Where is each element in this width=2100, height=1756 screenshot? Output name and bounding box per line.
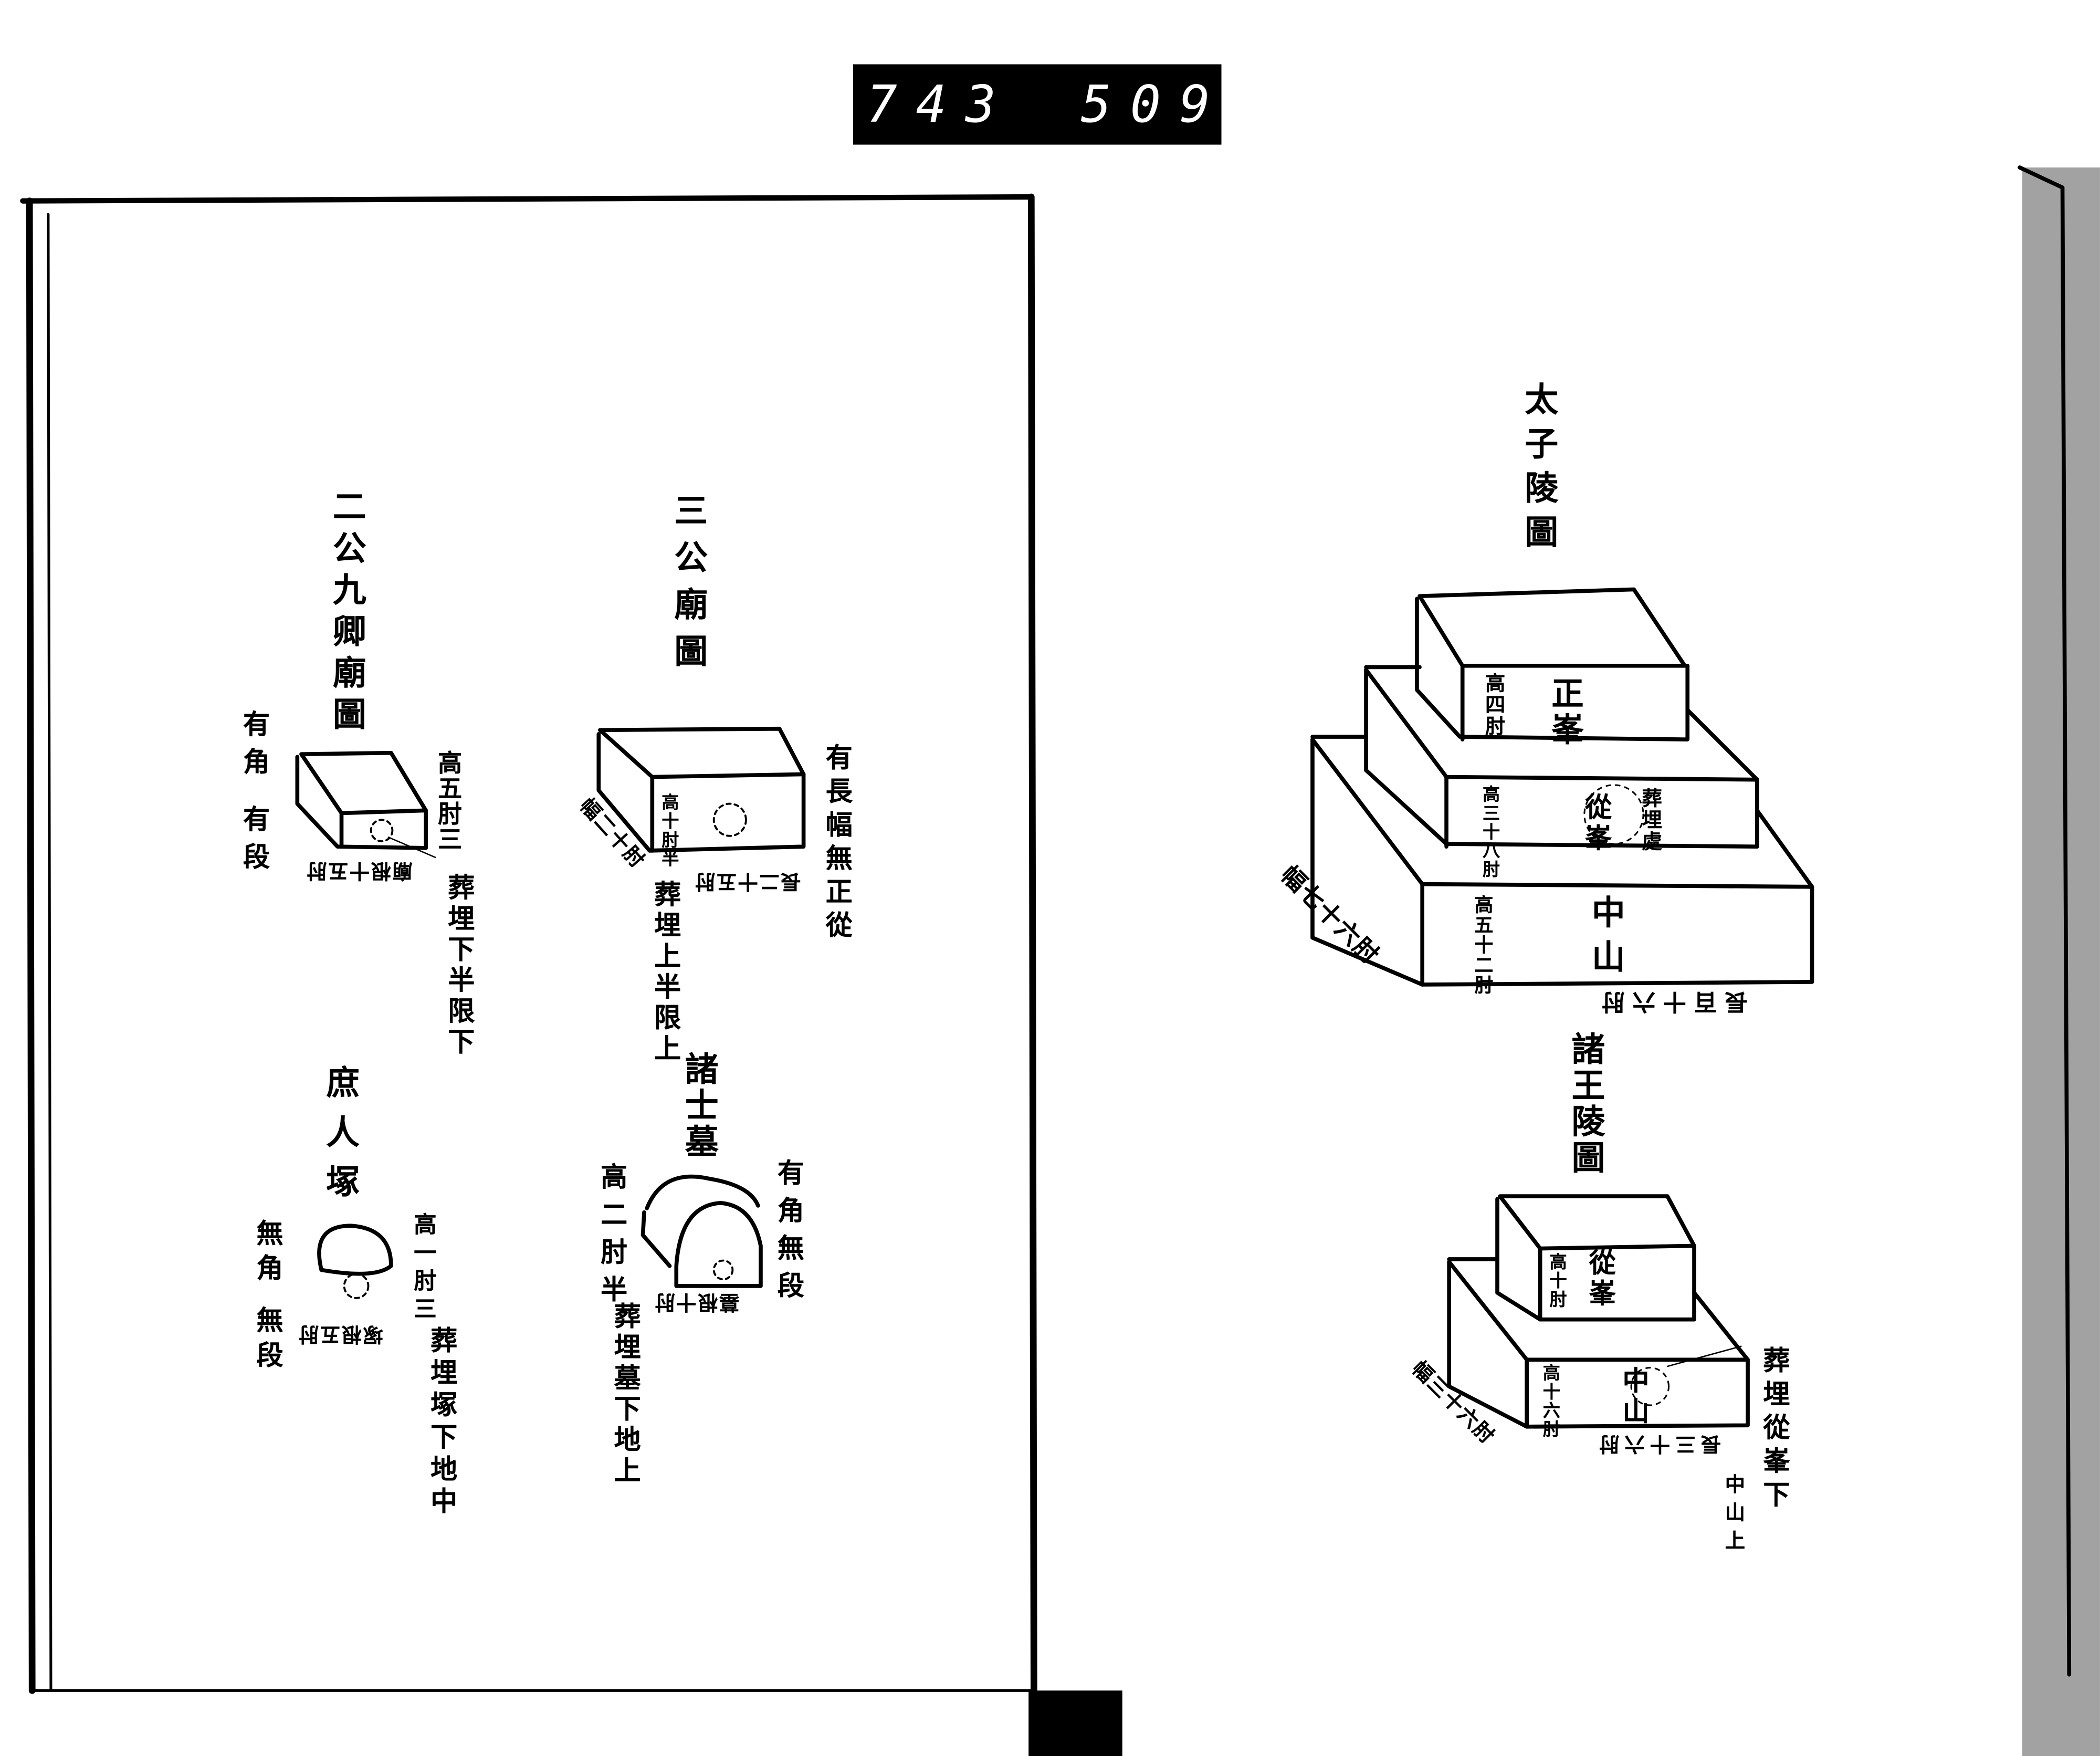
sangong-jiuqing-base: 廟根十五肘: [305, 859, 413, 883]
princes-top-height: 高十肘: [1545, 1252, 1566, 1309]
crown-prince-top-height: 高四肘: [1482, 672, 1507, 737]
crown-prince-top-label: 正峯: [1545, 676, 1584, 749]
right-page-edge-line: [2018, 165, 2072, 1677]
crown-prince-mid-height: 高三十八肘: [1478, 785, 1499, 879]
princes-bottom-height: 高十六肘: [1539, 1363, 1559, 1439]
zhushi-title: 諸士墓: [680, 1051, 719, 1161]
commoner-title: 庶人塚: [321, 1065, 361, 1214]
sangong-length: 長二十五肘: [694, 869, 801, 894]
sangong-box: [596, 726, 806, 853]
crown-prince-tomb-tiers: [1310, 587, 1814, 987]
princes-tomb-tiers: [1447, 1194, 1750, 1429]
crown-prince-length: 長百十六肘: [1593, 987, 1748, 1015]
sangong-jiuqing-note: 有角 有段: [238, 710, 271, 880]
sangong-jiuqing-height: 高五肘三: [434, 750, 463, 852]
crown-prince-mid-label: 從峯: [1580, 793, 1613, 855]
sangong-note: 有長幅無正從: [821, 743, 853, 945]
sangong-burial: 葬埋上半限上: [649, 880, 682, 1065]
sangong-height: 高十肘半: [657, 793, 678, 869]
commoner-base: 塚根五肘: [297, 1322, 383, 1346]
right-page-edge: [2022, 167, 2100, 1756]
commoner-mound-shape: [317, 1224, 393, 1299]
commoner-note: 無角 無段: [251, 1219, 284, 1376]
crown-prince-bottom-height: 高五十二肘: [1472, 895, 1494, 996]
zhushi-note: 有角無段: [772, 1158, 805, 1309]
commoner-height: 高一肘三: [408, 1212, 436, 1325]
princes-bottom-label: 中山: [1618, 1366, 1650, 1428]
left-page-border: [20, 193, 1037, 1694]
crown-prince-burial: 葬埋處: [1639, 787, 1664, 852]
sangong-title: 三公廟圖: [669, 493, 709, 681]
sangong-jiuqing-box: [295, 750, 436, 858]
princes-title: 諸王陵圖: [1567, 1031, 1606, 1176]
zhushi-burial: 葬埋墓下地上: [609, 1302, 642, 1487]
sangong-jiuqing-title: 二公九卿廟圖: [328, 489, 367, 738]
princes-length: 長三十六肘: [1593, 1432, 1721, 1456]
princes-top-label: 從峯: [1584, 1248, 1617, 1310]
crown-prince-bottom-label: 中山: [1587, 895, 1626, 984]
zhushi-base: 墓根十肘: [653, 1290, 740, 1314]
princes-burial-2: 中山上: [1722, 1473, 1747, 1558]
archive-number-plate: 743 509.: [853, 64, 1259, 145]
sangong-jiuqing-burial: 葬埋下半限下: [443, 873, 476, 1059]
spine-tab: [1028, 1690, 1122, 1756]
princes-burial: 葬埋從峯下: [1758, 1346, 1791, 1514]
page-number: 509.: [1080, 75, 1278, 134]
commoner-burial: 葬埋塚下地中: [426, 1326, 458, 1519]
volume-number: 743: [866, 75, 1015, 134]
zhushi-tomb-shape: [640, 1174, 763, 1288]
zhushi-height: 高二肘半: [596, 1163, 628, 1313]
crown-prince-title: 太子陵圖: [1520, 382, 1559, 559]
